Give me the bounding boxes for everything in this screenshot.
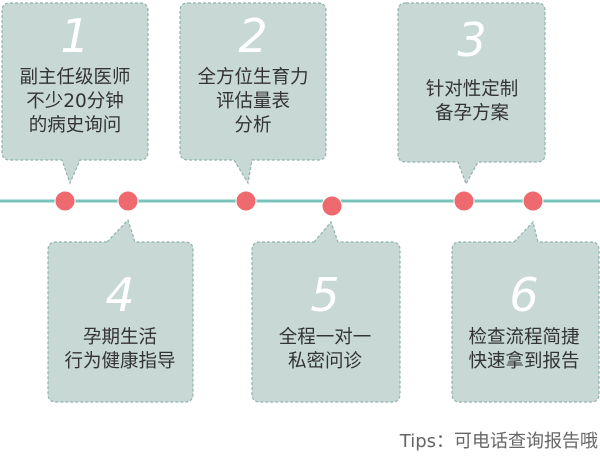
timeline-dot-3 xyxy=(235,190,257,212)
step-5-box xyxy=(251,220,401,403)
step-2-callout: 2 全方位生育力 评估量表 分析 xyxy=(179,2,327,185)
step-6-line-2: 快速拿到报告 xyxy=(468,350,579,372)
timeline-dot-6 xyxy=(522,190,544,212)
step-3-number: 3 xyxy=(457,13,486,67)
step-3-line-1: 针对性定制 xyxy=(426,79,519,100)
step-5-line-2: 私密问诊 xyxy=(288,351,363,372)
timeline-dot-4 xyxy=(321,195,343,217)
step-4-callout: 4 孕期生活 行为健康指导 xyxy=(47,218,194,403)
step-1-line-3: 的病史询问 xyxy=(29,115,122,136)
step-2-line-2: 评估量表 xyxy=(216,91,290,112)
step-4-box xyxy=(47,218,194,403)
step-4-line-1: 孕期生活 xyxy=(83,327,157,348)
step-5-number: 5 xyxy=(310,268,339,322)
step-2-box xyxy=(179,2,327,185)
step-3-box xyxy=(397,2,546,186)
step-2-line-3: 分析 xyxy=(234,115,271,136)
step-3-line-2: 备孕方案 xyxy=(435,103,509,124)
step-1-box xyxy=(1,2,149,185)
step-3-callout: 3 针对性定制 备孕方案 xyxy=(397,2,546,186)
step-1-number: 1 xyxy=(60,9,89,63)
timeline-dot-2 xyxy=(117,190,139,212)
step-1-line-1: 副主任级医师 xyxy=(19,67,130,88)
step-4-number: 4 xyxy=(105,268,134,322)
step-2-number: 2 xyxy=(238,9,267,63)
step-5-line-1: 全程一对一 xyxy=(279,327,372,348)
timeline-dot-1 xyxy=(54,190,76,212)
step-4-line-2: 行为健康指导 xyxy=(64,351,175,372)
step-5-callout: 5 全程一对一 私密问诊 xyxy=(251,220,401,403)
timeline-dot-5 xyxy=(453,190,475,212)
tips-note: Tips：可电话查询报告哦 xyxy=(399,431,598,452)
step-2-line-1: 全方位生育力 xyxy=(197,67,308,88)
step-1-line-2: 不少20分钟 xyxy=(26,91,124,112)
step-6-box xyxy=(451,220,600,403)
step-6-line-1: 检查流程简捷 xyxy=(468,327,579,348)
step-6-callout: 6 检查流程简捷 快速拿到报告 xyxy=(451,220,600,403)
step-1-callout: 1 副主任级医师 不少20分钟 的病史询问 xyxy=(1,2,149,185)
step-6-number: 6 xyxy=(509,268,538,322)
